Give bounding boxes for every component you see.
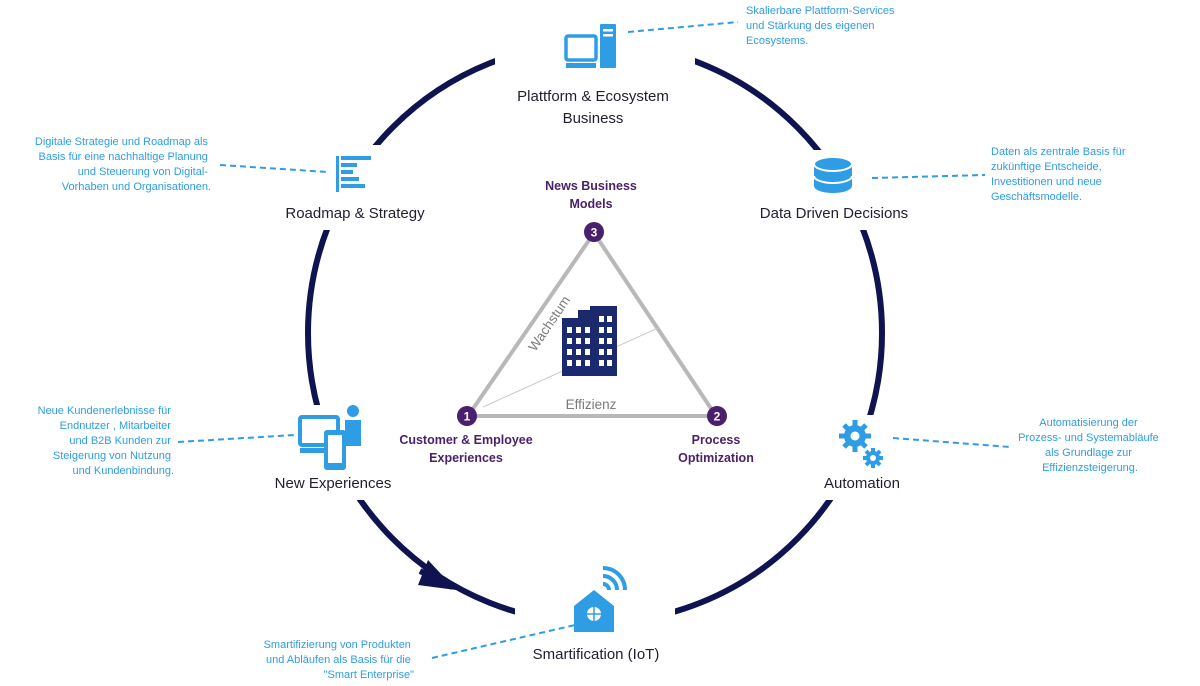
roadmap-chart-icon xyxy=(336,156,371,192)
svg-text:3: 3 xyxy=(591,226,598,240)
database-icon xyxy=(813,156,853,193)
automation-description: Automatisierung der Prozess- und Systema… xyxy=(1018,417,1162,474)
automation-label: Automation xyxy=(824,475,900,492)
platform-label-line2: Business xyxy=(563,110,624,127)
vertex-2-label-line2: Optimization xyxy=(678,451,754,465)
platform-label-line1: Plattform & Ecosystem xyxy=(517,88,669,105)
vertex-badge-3: 3 xyxy=(584,222,604,242)
smart-home-icon xyxy=(574,566,627,632)
devices-icon xyxy=(298,405,361,470)
roadmap-label: Roadmap & Strategy xyxy=(285,205,425,222)
connector-data xyxy=(871,174,986,179)
vertex-3-label-line2: Models xyxy=(569,197,612,211)
platform-description: Skalierbare Plattform-Services und Stärk… xyxy=(746,5,898,47)
data-label: Data Driven Decisions xyxy=(760,205,908,222)
svg-text:2: 2 xyxy=(714,410,721,424)
connector-roadmap xyxy=(219,164,329,173)
office-building-icon xyxy=(562,306,617,376)
computer-icon xyxy=(564,24,616,68)
vertex-1-label-line1: Customer & Employee xyxy=(399,433,532,447)
vertex-2-label-line1: Process xyxy=(692,433,741,447)
efficiency-edge-label: Effizienz xyxy=(566,397,617,412)
iot-label: Smartification (IoT) xyxy=(533,646,660,663)
connector-iot xyxy=(431,624,576,659)
roadmap-description: Digitale Strategie und Roadmap als Basis… xyxy=(35,136,211,193)
data-description: Daten als zentrale Basis für zukünftige … xyxy=(991,146,1129,203)
vertex-badge-2: 2 xyxy=(707,406,727,426)
svg-text:1: 1 xyxy=(464,410,471,424)
gears-icon xyxy=(839,420,883,468)
experiences-label: New Experiences xyxy=(275,475,392,492)
connector-automation xyxy=(892,437,1011,448)
vertex-badge-1: 1 xyxy=(457,406,477,426)
connector-platform xyxy=(627,21,739,33)
vertex-3-label-line1: News Business xyxy=(545,179,637,193)
vertex-1-label-line2: Experiences xyxy=(429,451,503,465)
connectors xyxy=(177,21,1011,659)
iot-description: Smartifizierung von Produkten und Abläuf… xyxy=(264,639,415,681)
ring-arrowhead xyxy=(418,560,456,590)
experiences-description: Neue Kundenerlebnisse für Endnutzer , Mi… xyxy=(38,405,174,477)
